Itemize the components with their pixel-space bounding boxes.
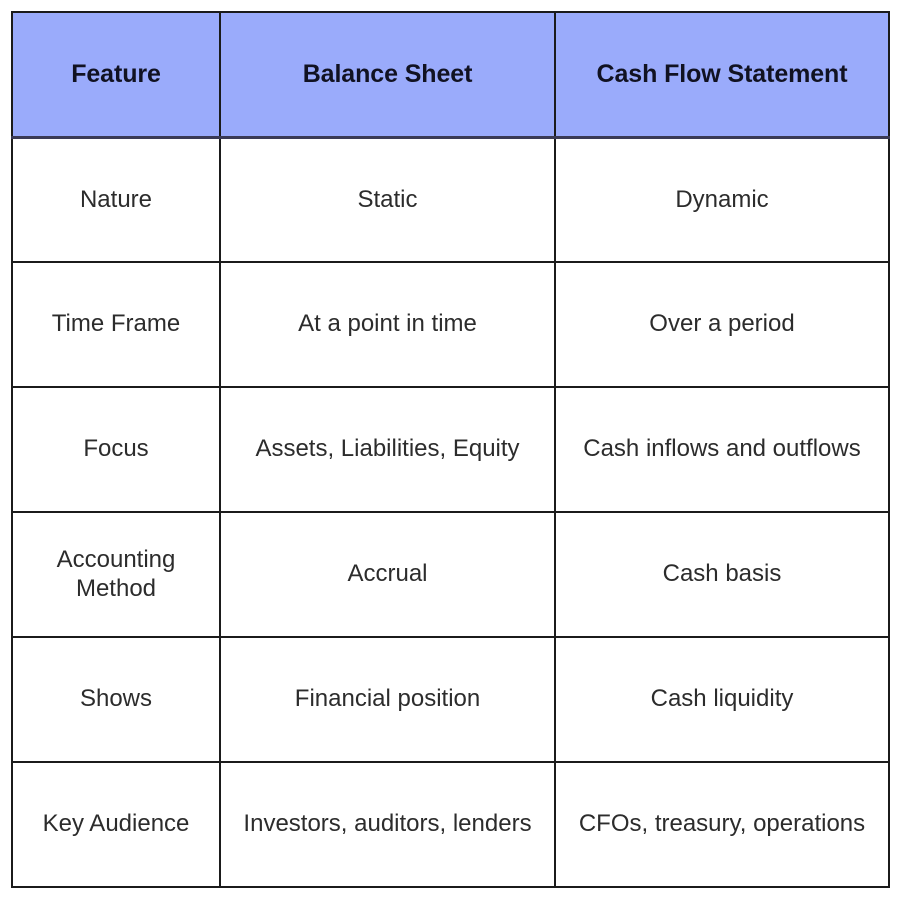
- comparison-table: Feature Balance Sheet Cash Flow Statemen…: [11, 11, 890, 888]
- cell-balance-sheet: Assets, Liabilities, Equity: [219, 386, 556, 513]
- table-row: Shows Financial position Cash liquidity: [11, 636, 890, 763]
- cell-feature: Accounting Method: [11, 511, 221, 638]
- cell-balance-sheet: Static: [219, 136, 556, 263]
- cell-cash-flow-statement: Over a period: [554, 261, 890, 388]
- column-header-feature: Feature: [11, 11, 221, 139]
- column-header-cash-flow-statement: Cash Flow Statement: [554, 11, 890, 139]
- cell-balance-sheet: Investors, auditors, lenders: [219, 761, 556, 888]
- cell-feature: Time Frame: [11, 261, 221, 388]
- table-header: Feature Balance Sheet Cash Flow Statemen…: [11, 11, 890, 139]
- cell-cash-flow-statement: CFOs, treasury, operations: [554, 761, 890, 888]
- cell-feature: Shows: [11, 636, 221, 763]
- table-row: Accounting Method Accrual Cash basis: [11, 511, 890, 638]
- table-row: Nature Static Dynamic: [11, 136, 890, 263]
- table-row: Focus Assets, Liabilities, Equity Cash i…: [11, 386, 890, 513]
- cell-cash-flow-statement: Dynamic: [554, 136, 890, 263]
- cell-balance-sheet: Accrual: [219, 511, 556, 638]
- column-header-balance-sheet: Balance Sheet: [219, 11, 556, 139]
- table-body: Nature Static Dynamic Time Frame At a po…: [11, 136, 890, 888]
- cell-balance-sheet: Financial position: [219, 636, 556, 763]
- cell-cash-flow-statement: Cash liquidity: [554, 636, 890, 763]
- comparison-table-container: Feature Balance Sheet Cash Flow Statemen…: [11, 11, 890, 888]
- table-row: Time Frame At a point in time Over a per…: [11, 261, 890, 388]
- header-row: Feature Balance Sheet Cash Flow Statemen…: [11, 11, 890, 139]
- cell-balance-sheet: At a point in time: [219, 261, 556, 388]
- cell-feature: Nature: [11, 136, 221, 263]
- cell-feature: Focus: [11, 386, 221, 513]
- cell-cash-flow-statement: Cash inflows and outflows: [554, 386, 890, 513]
- cell-cash-flow-statement: Cash basis: [554, 511, 890, 638]
- table-row: Key Audience Investors, auditors, lender…: [11, 761, 890, 888]
- cell-feature: Key Audience: [11, 761, 221, 888]
